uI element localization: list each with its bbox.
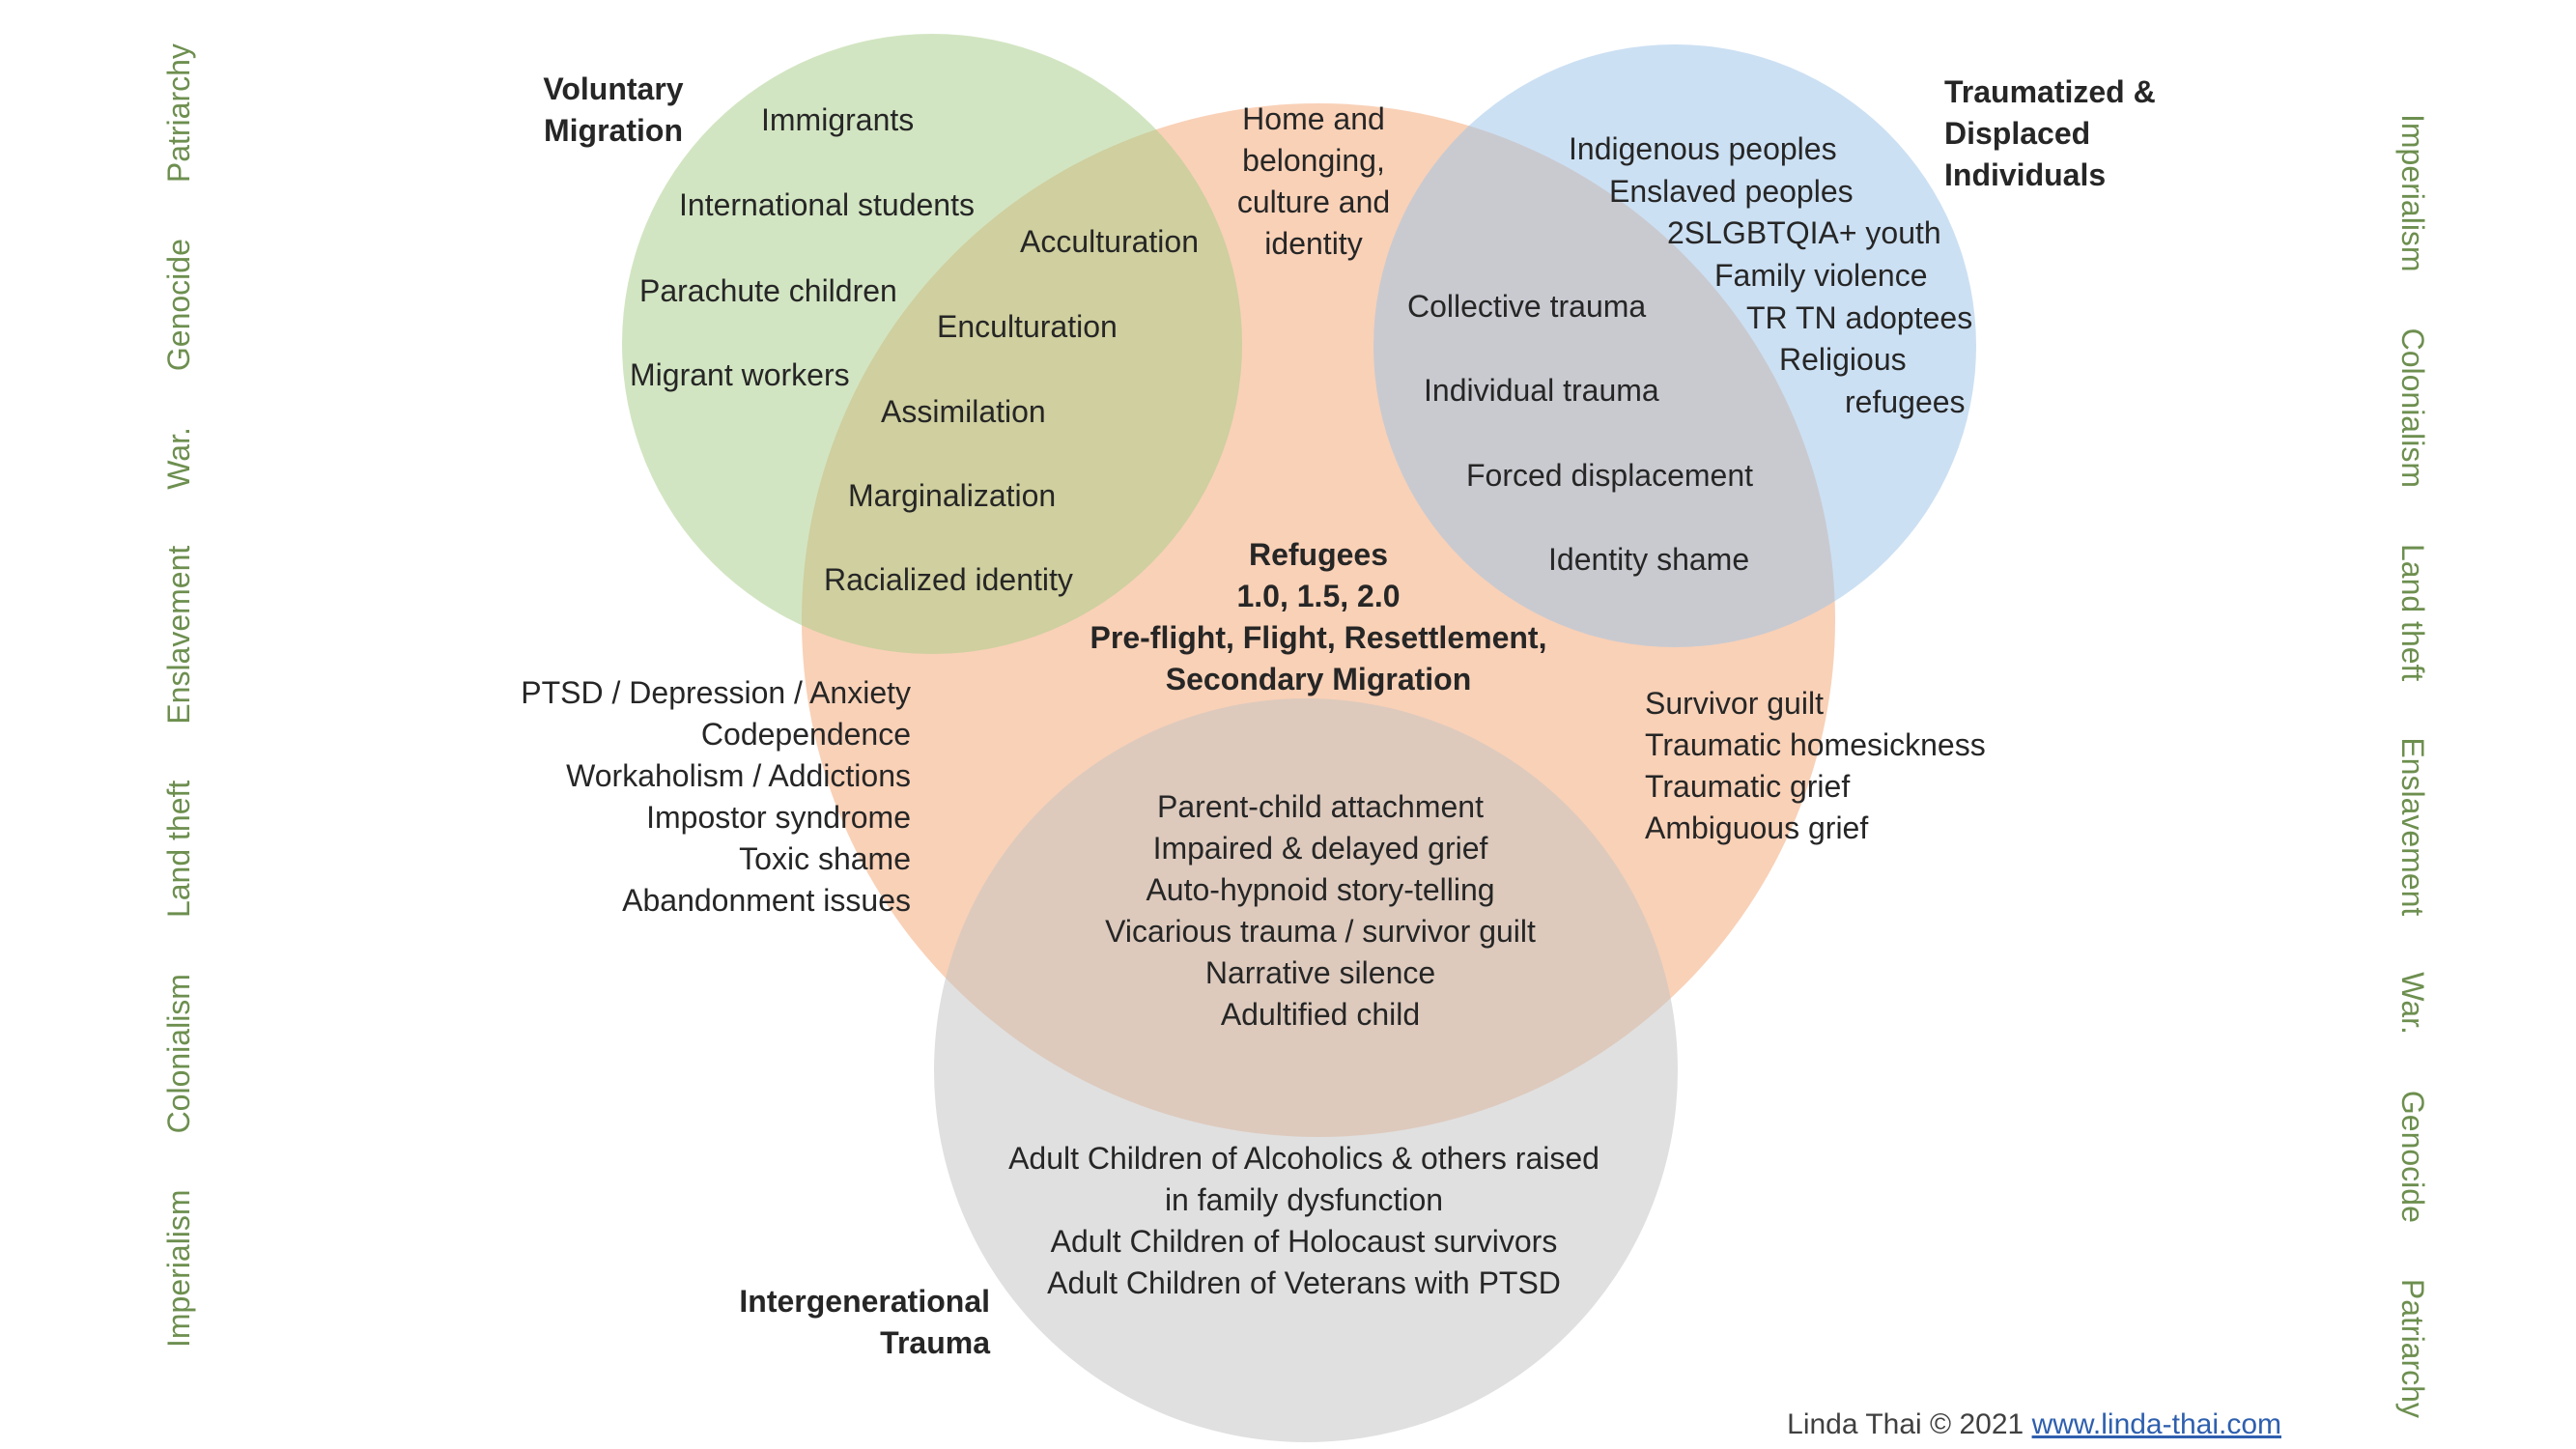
traumatized-item: Religious <box>1779 342 1907 377</box>
identity-shame-label: Identity shame <box>1548 542 1750 577</box>
enculturation-label: Enculturation <box>937 309 1118 344</box>
side-term: Enslavement <box>2395 737 2430 917</box>
side-term: War. <box>161 427 196 490</box>
side-term: Colonialism <box>161 974 196 1134</box>
credit-text: Linda Thai © 2021 <box>1787 1408 2024 1440</box>
traumatized-title: Traumatized & Displaced Individuals <box>1944 74 2156 192</box>
side-term: Genocide <box>2395 1090 2430 1223</box>
home-belonging-label: Home and belonging, culture and identity <box>1236 101 1391 261</box>
traumatized-item: 2SLGBTQIA+ youth <box>1667 215 1941 250</box>
voluntary-item: Migrant workers <box>630 357 850 392</box>
voluntary-item: Parachute children <box>639 273 897 308</box>
traumatized-item: Indigenous peoples <box>1569 131 1837 166</box>
left-oppression-terms: Imperialism Colonialism Land theft Ensla… <box>161 43 197 1348</box>
side-term: Genocide <box>161 239 196 372</box>
right-oppression-terms: Imperialism Colonialism Land theft Ensla… <box>2394 114 2430 1418</box>
grief-list: Survivor guilt Traumatic homesickness Tr… <box>1645 686 1986 845</box>
assimilation-label: Assimilation <box>881 394 1046 429</box>
website-link[interactable]: www.linda-thai.com <box>2031 1408 2281 1440</box>
intergenerational-items: Adult Children of Alcoholics & others ra… <box>1008 1141 1599 1300</box>
intergenerational-circle <box>934 698 1678 1442</box>
side-term: Land theft <box>2395 543 2430 682</box>
forced-displacement-label: Forced displacement <box>1466 458 1754 493</box>
acculturation-label: Acculturation <box>1020 224 1199 259</box>
side-term: Enslavement <box>161 545 196 724</box>
voluntary-migration-circle <box>622 34 1242 654</box>
individual-trauma-label: Individual trauma <box>1424 373 1659 408</box>
voluntary-migration-title: Voluntary Migration <box>543 71 684 148</box>
voluntary-item: Immigrants <box>761 102 915 137</box>
marginalization-label: Marginalization <box>848 478 1057 513</box>
side-term: Colonialism <box>2395 327 2430 488</box>
side-term: Patriarchy <box>2395 1278 2430 1418</box>
traumatized-circle <box>1373 44 1976 647</box>
traumatized-item: Family violence <box>1714 258 1928 293</box>
side-term: Land theft <box>161 780 196 919</box>
side-term: War. <box>2395 972 2430 1035</box>
traumatized-item: TR TN adoptees <box>1746 300 1973 335</box>
traumatized-item: refugees <box>1845 384 1966 419</box>
left-outcomes-list: PTSD / Depression / Anxiety Codependence… <box>521 675 911 918</box>
credit-line: Linda Thai © 2021 www.linda-thai.com <box>1787 1408 2281 1441</box>
side-term: Imperialism <box>161 1189 196 1348</box>
side-term: Imperialism <box>2395 114 2430 272</box>
voluntary-item: International students <box>679 187 975 222</box>
traumatized-item: Enslaved peoples <box>1609 174 1854 209</box>
intergenerational-title: Intergenerational Trauma <box>739 1284 990 1360</box>
racialized-identity-label: Racialized identity <box>824 562 1073 597</box>
side-term: Patriarchy <box>161 43 196 184</box>
refugees-title: Refugees 1.0, 1.5, 2.0 Pre-flight, Fligh… <box>1090 537 1547 696</box>
collective-trauma-label: Collective trauma <box>1407 289 1647 324</box>
intergenerational-overlap-list: Parent-child attachment Impaired & delay… <box>1105 789 1536 1032</box>
